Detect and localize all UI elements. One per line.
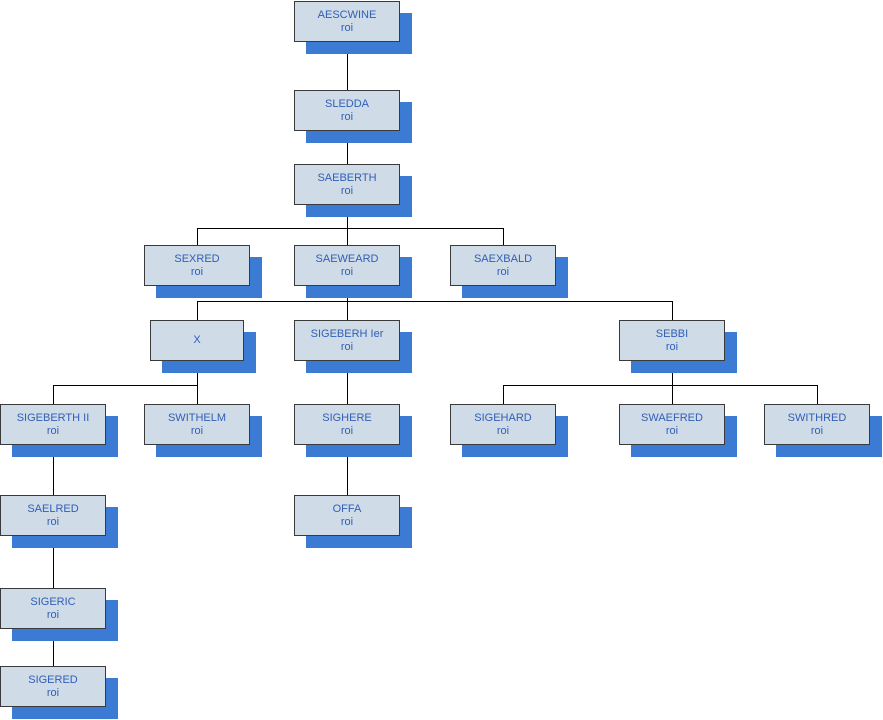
node-x: X <box>150 320 256 373</box>
node-title: roi <box>340 515 354 528</box>
node-sigeberh-ier: SIGEBERH Ier roi <box>294 320 412 373</box>
node-swaefred: SWAEFRED roi <box>619 404 737 457</box>
node-title: roi <box>46 608 60 621</box>
node-name: SWITHRED <box>787 411 847 424</box>
node-title: roi <box>46 515 60 528</box>
node-box: SLEDDA roi <box>294 90 400 131</box>
node-box: SIGHERE roi <box>294 404 400 445</box>
node-title: roi <box>190 265 204 278</box>
node-box: SAELRED roi <box>0 495 106 536</box>
node-name: SIGEBERH Ier <box>310 327 384 340</box>
node-name: SIGHERE <box>322 411 372 424</box>
node-swithelm: SWITHELM roi <box>144 404 262 457</box>
node-sigeric: SIGERIC roi <box>0 588 118 641</box>
node-saeweard: SAEWEARD roi <box>294 245 412 298</box>
node-name: SAELRED <box>27 502 79 515</box>
node-box: SIGERIC roi <box>0 588 106 629</box>
node-swithred: SWITHRED roi <box>764 404 882 457</box>
node-name: SIGERED <box>28 673 78 686</box>
node-box: SIGEHARD roi <box>450 404 556 445</box>
node-title: roi <box>340 424 354 437</box>
node-title: roi <box>340 265 354 278</box>
node-sighere: SIGHERE roi <box>294 404 412 457</box>
node-name: AESCWINE <box>317 8 377 21</box>
node-sigehard: SIGEHARD roi <box>450 404 568 457</box>
node-title: roi <box>496 265 510 278</box>
node-name: SWAEFRED <box>641 411 703 424</box>
node-name: SIGEHARD <box>474 411 532 424</box>
node-box: SAEBERTH roi <box>294 164 400 205</box>
node-name: SEXRED <box>174 252 220 265</box>
node-name: X <box>193 334 201 346</box>
node-name: SLEDDA <box>324 97 370 110</box>
node-title: roi <box>665 424 679 437</box>
node-sexred: SEXRED roi <box>144 245 262 298</box>
node-box: SEBBI roi <box>619 320 725 361</box>
node-sigeberth-ii: SIGEBERTH II roi <box>0 404 118 457</box>
node-box: OFFA roi <box>294 495 400 536</box>
node-box: SWITHRED roi <box>764 404 870 445</box>
node-name: SAEXBALD <box>473 252 533 265</box>
node-saexbald: SAEXBALD roi <box>450 245 568 298</box>
node-name: OFFA <box>332 502 362 515</box>
node-title: roi <box>496 424 510 437</box>
node-box: SIGERED roi <box>0 666 106 707</box>
node-aescwine: AESCWINE roi <box>294 1 412 54</box>
node-sledda: SLEDDA roi <box>294 90 412 143</box>
node-box: SEXRED roi <box>144 245 250 286</box>
node-saeberth: SAEBERTH roi <box>294 164 412 217</box>
node-box: SAEWEARD roi <box>294 245 400 286</box>
node-title: roi <box>340 110 354 123</box>
node-title: roi <box>340 340 354 353</box>
node-box: SWAEFRED roi <box>619 404 725 445</box>
node-title: roi <box>190 424 204 437</box>
node-title: roi <box>46 424 60 437</box>
node-name: SAEBERTH <box>317 171 377 184</box>
node-name: SIGERIC <box>30 595 76 608</box>
node-title: roi <box>340 21 354 34</box>
node-name: SAEWEARD <box>315 252 379 265</box>
node-box: X <box>150 320 244 361</box>
node-box: SIGEBERH Ier roi <box>294 320 400 361</box>
node-name: SWITHELM <box>167 411 227 424</box>
node-title: roi <box>810 424 824 437</box>
node-sigered: SIGERED roi <box>0 666 118 719</box>
node-name: SIGEBERTH II <box>16 411 90 424</box>
node-sebbi: SEBBI roi <box>619 320 737 373</box>
node-title: roi <box>665 340 679 353</box>
node-box: SAEXBALD roi <box>450 245 556 286</box>
node-offa: OFFA roi <box>294 495 412 548</box>
node-name: SEBBI <box>655 327 689 340</box>
node-box: SWITHELM roi <box>144 404 250 445</box>
node-box: SIGEBERTH II roi <box>0 404 106 445</box>
node-saelred: SAELRED roi <box>0 495 118 548</box>
node-box: AESCWINE roi <box>294 1 400 42</box>
node-title: roi <box>340 184 354 197</box>
node-title: roi <box>46 686 60 699</box>
